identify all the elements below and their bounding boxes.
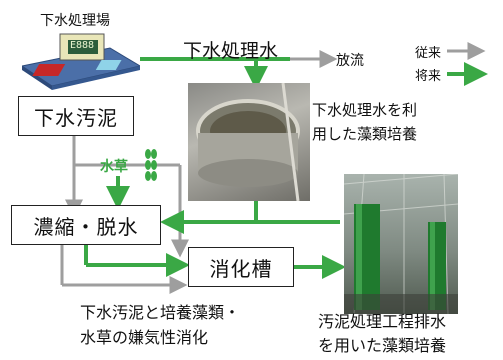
legend-conventional-label: 従来 xyxy=(415,46,442,61)
sewage-sludge-box: 下水汚泥 xyxy=(18,96,134,136)
thickening-dewatering-box: 濃縮・脱水 xyxy=(11,205,161,245)
algae-treated-water-text: 下水処理水を利 用した藻類培養 xyxy=(312,101,418,143)
digestion-tank-label: 消化槽 xyxy=(209,256,273,281)
aquatic-weeds-label: 水草 xyxy=(100,159,128,175)
discharge-label: 放流 xyxy=(336,53,364,69)
legend-future-label: 将来 xyxy=(415,69,442,84)
algae-wastewater-text: 汚泥処理工程排水 を用いた藻類培養 xyxy=(318,312,447,355)
thickening-dewatering-label: 濃縮・脱水 xyxy=(33,214,139,239)
greenhouse-algae-photo xyxy=(344,174,458,314)
plant-illustration: E888 xyxy=(22,28,140,90)
plant-panel-text: E888 xyxy=(70,40,95,51)
treated-water-label: 下水処理水 xyxy=(183,40,279,62)
algae-pond-photo xyxy=(188,83,310,201)
anaerobic-digestion-text: 下水汚泥と培養藻類・ 水草の嫌気性消化 xyxy=(80,303,241,347)
plant-label: 下水処理場 xyxy=(40,13,110,29)
digestion-tank-box: 消化槽 xyxy=(188,247,294,287)
weeds-icon xyxy=(143,148,159,182)
sewage-sludge-label: 下水汚泥 xyxy=(34,105,118,130)
